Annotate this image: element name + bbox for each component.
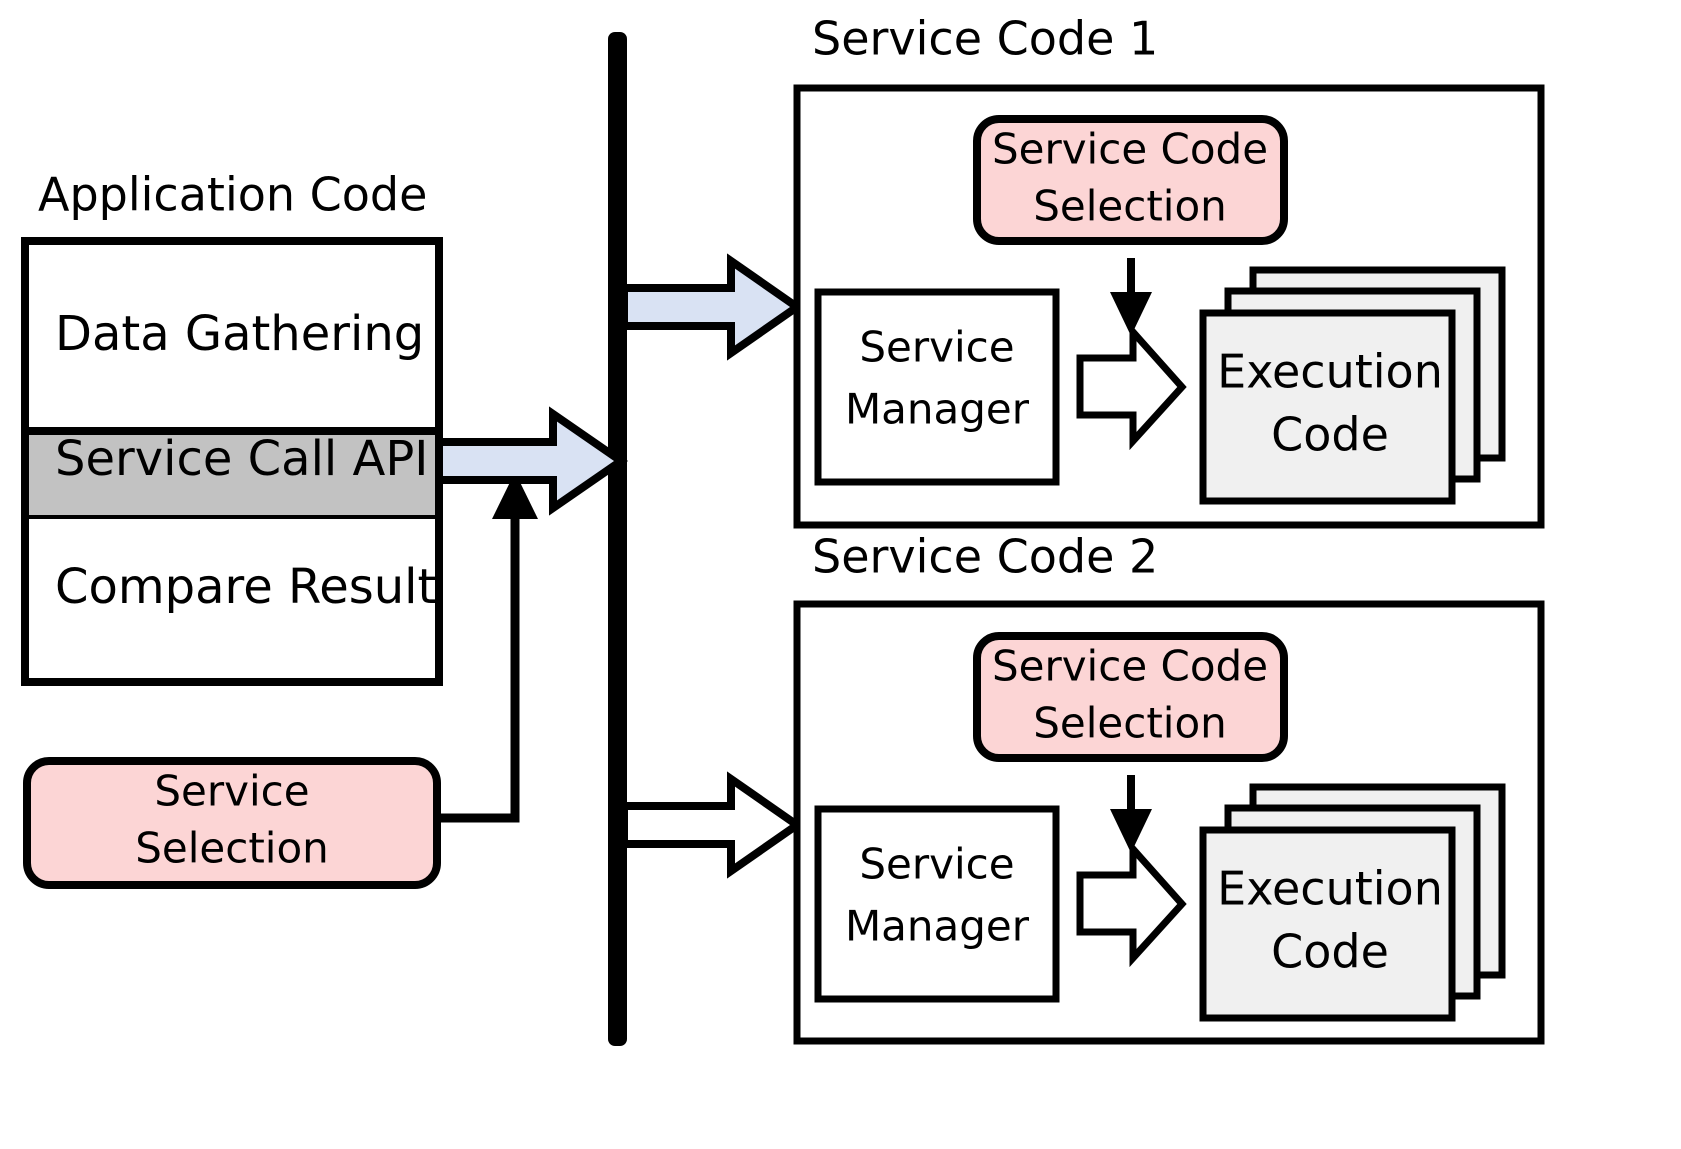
service-code-1-exec-arrow-shape: [1076, 322, 1187, 451]
service-code-1-inbound-arrow: [620, 253, 804, 361]
row-service-call-api[interactable]: Service Call API: [21, 427, 443, 523]
application-code-title: Application Code: [38, 168, 427, 222]
service-code-1-manager[interactable]: Service Manager: [814, 288, 1060, 486]
service-code-2-selection-bg: [973, 632, 1288, 762]
vertical-divider-bar: [608, 32, 627, 1046]
row-service-call-api-bg: [21, 427, 443, 523]
service-code-2-selection-line1: Service Code: [992, 642, 1268, 691]
service-code-1-manager-line2: Manager: [845, 385, 1030, 434]
service-code-2-exec-line2: Code: [1271, 925, 1389, 979]
service-selection-label-line2: Selection: [135, 824, 329, 873]
service-code-2-panel: Service Code Selection Service Manager E…: [793, 600, 1545, 1045]
service-code-1-manager-line1: Service: [859, 323, 1014, 372]
service-code-2-down-arrowhead: [1110, 809, 1152, 853]
application-code-box: Data Gathering Service Call API Compare …: [21, 237, 443, 686]
row-service-call-api-label: Service Call API: [55, 431, 428, 487]
service-code-1-selection-line1: Service Code: [992, 125, 1268, 174]
service-selection-bg: [23, 757, 441, 889]
service-code-2-selection-down-arrow: [1110, 775, 1152, 853]
service-code-1-selection-line2: Selection: [1033, 182, 1227, 231]
service-code-2-selection-line2: Selection: [1033, 699, 1227, 748]
service-code-1-title: Service Code 1: [812, 12, 1158, 66]
row-compare-result-bg: [29, 519, 435, 678]
service-code-2-manager-line1: Service: [859, 840, 1014, 889]
service-code-1-down-arrowhead: [1110, 292, 1152, 336]
feedback-arrowhead: [492, 472, 538, 519]
service-code-1-panel: Service Code Selection Service Manager E…: [793, 84, 1545, 529]
service-call-api-arrow-shape: [435, 406, 629, 516]
row-compare-result[interactable]: Compare Result: [29, 519, 436, 678]
row-data-gathering-label: Data Gathering: [55, 306, 424, 362]
service-code-1-execution-stack[interactable]: Execution Code: [1199, 266, 1506, 505]
service-code-2-exec-arrow-shape: [1076, 839, 1187, 968]
row-compare-result-label: Compare Result: [55, 559, 436, 615]
service-selection-feedback-connector: [437, 472, 538, 823]
service-code-1-exec-card-front: [1199, 309, 1456, 505]
service-code-1-manager-bg: [814, 288, 1060, 486]
service-code-1-exec-line1: Execution: [1217, 345, 1443, 399]
service-code-2-manager-line2: Manager: [845, 902, 1030, 951]
service-code-2-selection[interactable]: Service Code Selection: [973, 632, 1288, 762]
service-selection-label-line1: Service: [154, 767, 309, 816]
service-code-2-manager-bg: [814, 805, 1060, 1003]
service-code-2-exec-card-front: [1199, 826, 1456, 1022]
row-data-gathering-bg: [29, 245, 435, 431]
service-code-2-exec-arrow: [1076, 839, 1187, 968]
service-selection-box[interactable]: Service Selection: [23, 757, 441, 889]
service-code-2-manager[interactable]: Service Manager: [814, 805, 1060, 1003]
service-code-2-execution-stack[interactable]: Execution Code: [1199, 783, 1506, 1022]
service-code-1-arrow-shape: [620, 253, 804, 361]
service-code-1-selection[interactable]: Service Code Selection: [973, 115, 1288, 245]
service-code-2-inbound-arrow: [620, 771, 804, 879]
service-code-1-selection-down-arrow: [1110, 258, 1152, 336]
service-code-1-exec-line2: Code: [1271, 408, 1389, 462]
row-data-gathering[interactable]: Data Gathering: [29, 245, 435, 431]
service-call-api-outbound-arrow: [435, 406, 629, 516]
service-code-1-selection-bg: [973, 115, 1288, 245]
service-code-1-exec-arrow: [1076, 322, 1187, 451]
service-code-2-arrow-shape: [620, 771, 804, 879]
service-code-2-title: Service Code 2: [812, 530, 1158, 584]
service-code-2-exec-line1: Execution: [1217, 862, 1443, 916]
